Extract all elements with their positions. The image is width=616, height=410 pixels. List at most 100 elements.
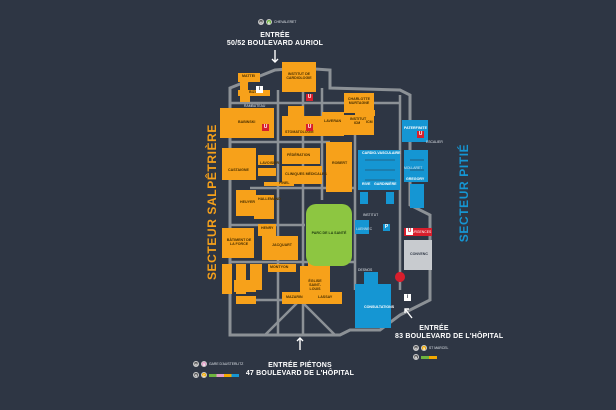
building-robert — [326, 142, 352, 192]
transit-bottom-left-label: GARE D'AUSTERLITZ — [209, 362, 244, 366]
label-escalier: ESCALIER — [426, 140, 443, 144]
metro-icon: 5 — [201, 361, 207, 367]
label-stomatologie: STOMATOLOGIE — [285, 130, 314, 134]
building-mazarin — [282, 292, 316, 304]
urgences-icon[interactable]: U — [262, 124, 269, 131]
building-jacquart — [262, 236, 298, 260]
building-gregory — [404, 150, 428, 182]
label-mollaret: MOLLARET — [404, 166, 423, 170]
info-icon[interactable]: i — [404, 294, 411, 301]
building-babinski — [220, 108, 274, 138]
metro-icon: 6 — [266, 19, 272, 25]
sector-pitie: SECTEUR PITIÉ — [457, 143, 472, 243]
urgences-icon[interactable]: U — [306, 124, 313, 131]
building-paterfinite — [402, 120, 428, 142]
entry-right: ENTRÉE 83 BOULEVARD DE L'HÔPITAL — [395, 325, 504, 341]
label-bizot: BIZOT — [249, 90, 260, 94]
bus-lines — [421, 355, 437, 359]
label-lavoisier: LAVOISIER — [260, 161, 280, 165]
label-jacquart: JACQUART — [272, 243, 292, 247]
transit-bottom-right-2: B — [413, 354, 437, 360]
entry-right-line2: 83 BOULEVARD DE L'HÔPITAL — [395, 333, 504, 341]
entry-right-line1: ENTRÉE — [419, 325, 449, 332]
metro-icon: 5 — [421, 345, 427, 351]
entry-top-line2: 50/52 BOULEVARD AURIOL — [226, 40, 324, 48]
metro-icon: M — [258, 19, 264, 25]
bus-lines — [209, 373, 239, 377]
parking-icon[interactable]: P — [383, 224, 390, 231]
building-stomatologie — [282, 116, 322, 136]
label-rambuteau: RAMBUTEAU — [244, 104, 266, 108]
building-cardiologie — [282, 62, 316, 92]
urgences-icon[interactable]: U — [417, 131, 424, 138]
label-laennec: LAENNEC — [356, 227, 373, 231]
roads — [230, 88, 402, 336]
transit-top: M 6 CHEVALERET — [258, 19, 296, 25]
building-consultations — [355, 284, 391, 328]
metro-icon: M — [193, 361, 199, 367]
building-icm — [344, 115, 374, 135]
label-robert: ROBERT — [332, 161, 348, 165]
transit-bottom-right-label: ST MARCEL — [429, 346, 449, 350]
info-icon[interactable]: i — [256, 86, 263, 93]
label-convenc: CONVENC — [410, 252, 428, 256]
metro-icon: B — [413, 354, 419, 360]
entry-bottom: ENTRÉE PIÉTONS 47 BOULEVARD DE L'HÔPITAL — [245, 362, 355, 378]
building-mattei — [238, 73, 260, 82]
label-icm: ICM — [366, 120, 373, 124]
building-lassay — [312, 292, 342, 304]
building-castaigne — [222, 148, 256, 180]
label-charlotte: CHARLOTTE MURTAGNE — [347, 97, 371, 105]
label-mattei: MATTEI — [242, 74, 256, 78]
label-henry: HENRY — [261, 226, 274, 230]
label-gardiniere: GARDINIÈRE — [374, 182, 397, 186]
label-urgences: URGENCES — [412, 230, 432, 234]
park — [306, 204, 352, 266]
label-federation: FÉDÉRATION — [287, 153, 311, 157]
label-cardiologie: INSTITUT DE CARDIOLOGIE — [286, 72, 312, 80]
transit-bottom-right: M 5 ST MARCEL — [413, 345, 448, 351]
label-eglise: ÉGLISE SAINT-LOUIS — [308, 279, 322, 291]
transit-bottom-left-2: R C — [193, 372, 239, 378]
transit-bottom-left: M 5 GARE D'AUSTERLITZ — [193, 361, 243, 367]
building-pinel — [264, 182, 294, 186]
entry-top-line1: ENTRÉE — [260, 32, 290, 39]
label-cliniques: CLINIQUES MÉDICALES — [285, 172, 327, 176]
label-hallemand: HALLEMAND — [258, 197, 281, 201]
transit-top-label: CHEVALERET — [274, 20, 297, 24]
label-lassay: LASSAY — [318, 295, 333, 299]
label-laveran: LAVERAN — [324, 119, 342, 123]
label-consultations: CONSULTATIONS — [364, 305, 395, 309]
sector-salpetriere: SECTEUR SALPÊTRIÈRE — [205, 123, 220, 281]
building-montyon — [268, 264, 296, 272]
label-cardiovasculaire: CARDIO-VASCULAIRE — [362, 151, 401, 155]
label-heuyer: HEUYER — [240, 200, 255, 204]
label-babinski: BABINSKI — [238, 120, 256, 124]
entry-bottom-line2: 47 BOULEVARD DE L'HÔPITAL — [245, 370, 355, 378]
label-rive: RIVE — [362, 182, 371, 186]
urgences-pin — [395, 272, 406, 292]
label-cerveau: INSTITUT — [363, 213, 379, 217]
building-federation — [282, 148, 320, 164]
entry-bottom-line1: ENTRÉE PIÉTONS — [268, 362, 332, 369]
label-institut-icm: INSTITUT ICM — [350, 117, 367, 125]
building-laveran — [322, 112, 344, 136]
building-cliniques — [282, 166, 322, 184]
label-mazarin: MAZARIN — [286, 295, 303, 299]
metro-icon: R — [193, 372, 199, 378]
label-force: BÂTIMENT DE LA FORCE — [226, 238, 252, 246]
salpetriere-buildings — [220, 62, 375, 304]
label-pinel: PINEL — [279, 181, 290, 185]
urgences-icon[interactable]: U — [406, 228, 413, 235]
entry-arrows — [271, 50, 413, 350]
building-heuyer — [236, 190, 256, 216]
building-laennec — [355, 220, 369, 234]
label-castaigne: CASTAIGNE — [228, 168, 249, 172]
entry-top: ENTRÉE 50/52 BOULEVARD AURIOL — [225, 32, 325, 48]
label-gregory: GREGORY — [406, 177, 425, 181]
building-force — [222, 228, 254, 258]
building-charlotte — [344, 93, 374, 113]
urgences-icon[interactable]: U — [306, 94, 313, 101]
